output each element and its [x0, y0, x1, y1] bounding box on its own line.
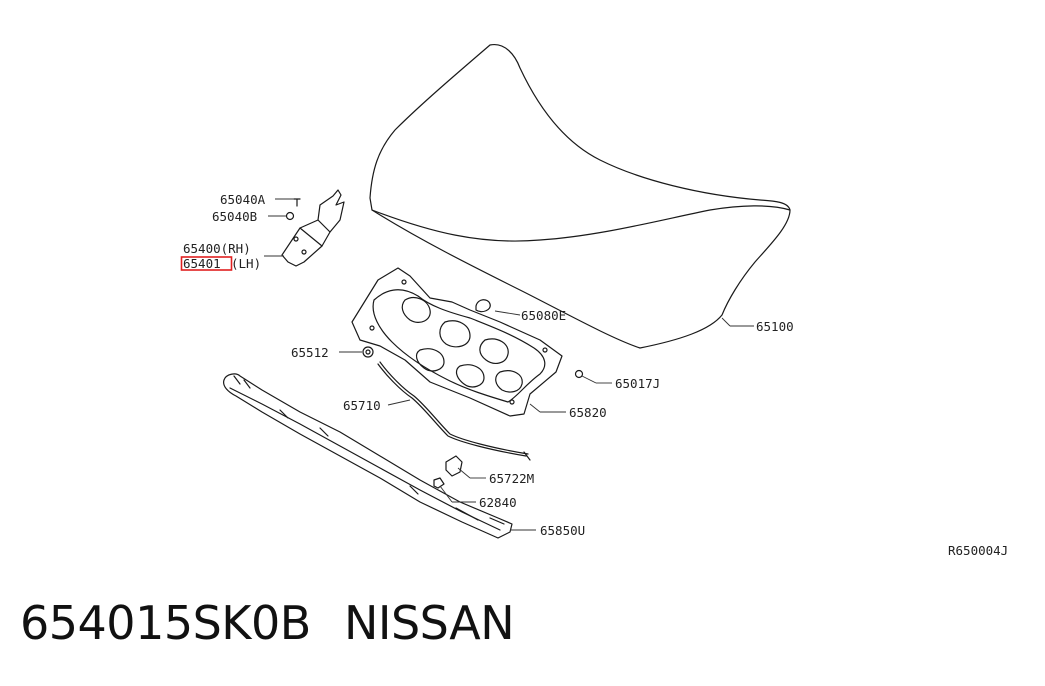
highlight-box: [180, 256, 233, 271]
callout-65850u: 65850U: [540, 523, 585, 538]
callout-65722m: 65722M: [489, 471, 534, 486]
hinge-nut: [285, 211, 295, 221]
callout-65100: 65100: [756, 319, 794, 334]
callout-65400: 65400(RH): [183, 241, 251, 256]
diagram-code: R650004J: [948, 543, 1008, 558]
stay-rod-clip: [445, 455, 463, 477]
callout-65710: 65710: [343, 398, 381, 413]
hood-insulator: [351, 267, 563, 417]
insulator-clip: [475, 299, 491, 313]
part-number: 654015SK0B: [20, 596, 311, 650]
callout-65401: 65401: [183, 256, 221, 271]
brand-name: NISSAN: [344, 596, 515, 650]
hinge-bolt: [293, 198, 301, 207]
callout-65080e: 65080E: [521, 308, 566, 323]
callout-65040b: 65040B: [212, 209, 257, 224]
hood-seal: [223, 373, 513, 539]
callout-65401-side: (LH): [231, 256, 261, 271]
hood-bumper: [574, 369, 584, 379]
callout-65040a: 65040A: [220, 192, 266, 207]
callout-65017j: 65017J: [615, 376, 660, 391]
grommet: [362, 346, 374, 358]
callout-65820: 65820: [569, 405, 607, 420]
callout-65512: 65512: [291, 345, 329, 360]
callout-62840: 62840: [479, 495, 517, 510]
hood-panel: [369, 43, 791, 349]
clip-nut: [433, 477, 445, 489]
hood-stay-rod: [377, 361, 531, 461]
leader-lines: [264, 198, 754, 531]
hood-hinge: [281, 189, 345, 267]
